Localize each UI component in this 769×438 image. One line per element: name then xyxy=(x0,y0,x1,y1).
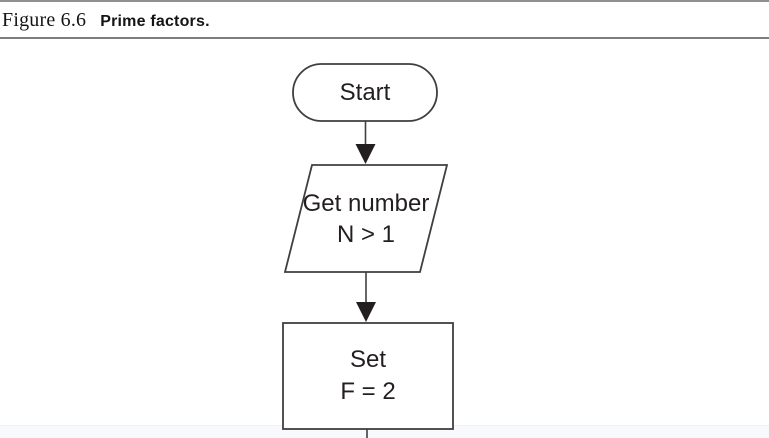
start-node: Start xyxy=(293,64,437,121)
arrowhead-down-icon xyxy=(355,144,376,164)
figure-title-label: Prime factors. xyxy=(100,13,210,30)
input-node-label-line2: N > 1 xyxy=(336,220,396,248)
start-node-label: Start xyxy=(339,78,391,106)
arrowhead-down-icon xyxy=(356,302,376,322)
process-node-label-line1: Set xyxy=(349,346,387,373)
process-rectangle-shape xyxy=(282,322,454,430)
process-node-label-line2: F = 2 xyxy=(340,378,396,405)
top-divider xyxy=(0,0,769,2)
input-node-label-line1: Get number xyxy=(302,189,430,217)
input-parallelogram-shape xyxy=(283,164,449,273)
caption-divider xyxy=(0,37,769,39)
figure-number-label: Figure 6.6 xyxy=(2,9,87,31)
input-node: Get number N > 1 xyxy=(285,165,447,272)
process-node: Set F = 2 xyxy=(283,323,453,429)
figure-caption: Figure 6.6 Prime factors. xyxy=(2,9,210,32)
